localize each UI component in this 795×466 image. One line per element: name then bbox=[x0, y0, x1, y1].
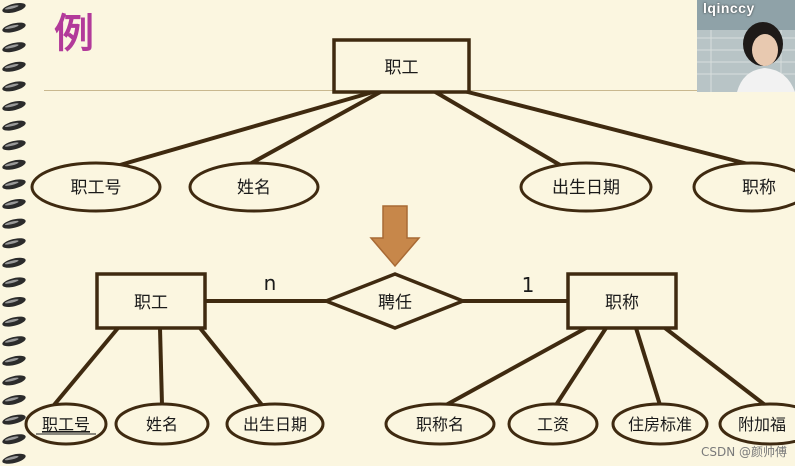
bottom-edges bbox=[52, 299, 767, 407]
right-attr-ellipse-3 bbox=[611, 402, 709, 446]
top-attr-ellipse-3 bbox=[519, 161, 653, 213]
right-entity-label: 职称 bbox=[605, 293, 639, 313]
left-cardinality: n bbox=[264, 271, 277, 295]
spiral-ring-highlight bbox=[4, 103, 19, 108]
edge-top-attr-3 bbox=[430, 88, 562, 167]
spiral-ring-highlight bbox=[4, 5, 19, 10]
right-attr-ellipse-2 bbox=[507, 402, 599, 446]
spiral-binding bbox=[2, 2, 26, 464]
edge-right-attr-3 bbox=[634, 327, 662, 406]
right-attributes: 职称名 工资 住房标准 附加福 bbox=[384, 402, 795, 446]
spiral-ring-highlight bbox=[4, 201, 19, 206]
right-attr-label-2: 工资 bbox=[537, 415, 569, 434]
edge-left-attr-3 bbox=[198, 326, 264, 407]
left-attr-ellipse-2 bbox=[114, 402, 210, 446]
spiral-ring-highlight bbox=[4, 299, 19, 304]
top-attr-ellipse-2 bbox=[188, 161, 320, 213]
relationship-label: 聘任 bbox=[378, 293, 412, 313]
right-attr-label-3: 住房标准 bbox=[628, 415, 692, 434]
spiral-ring-highlight bbox=[4, 44, 19, 49]
cardinalities: n 1 bbox=[264, 271, 535, 297]
edge-right-attr-4 bbox=[663, 326, 767, 407]
right-attr-ellipse-1 bbox=[384, 402, 496, 446]
top-entity: 职工 bbox=[332, 38, 471, 94]
spiral-ring-highlight bbox=[4, 397, 19, 402]
down-arrow-icon bbox=[369, 205, 421, 268]
spiral-ring-highlight bbox=[4, 377, 19, 382]
spiral-ring-highlight bbox=[4, 279, 19, 284]
left-attributes: 职工号 姓名 出生日期 bbox=[24, 402, 325, 446]
right-attr-label-4: 附加福 bbox=[738, 415, 786, 434]
spiral-ring-highlight bbox=[4, 240, 19, 245]
presenter-name: lqinccy bbox=[703, 0, 755, 16]
top-attr-label-1: 职工号 bbox=[71, 178, 122, 198]
spiral-ring-highlight bbox=[4, 24, 19, 30]
webcam-overlay: lqinccy bbox=[697, 0, 795, 92]
left-entity-box bbox=[95, 272, 207, 330]
right-cardinality: 1 bbox=[522, 273, 535, 297]
left-attr-label-1: 职工号 bbox=[42, 415, 90, 434]
edge-top-attr-4 bbox=[459, 88, 753, 167]
edge-left-attr-2 bbox=[158, 327, 164, 406]
spiral-ring-highlight bbox=[4, 436, 19, 441]
spiral-ring-highlight bbox=[4, 220, 19, 226]
spiral-ring-highlight bbox=[4, 64, 19, 69]
top-attr-label-2: 姓名 bbox=[237, 178, 271, 198]
right-attr-label-1: 职称名 bbox=[416, 415, 464, 434]
top-entity-box bbox=[332, 38, 471, 94]
spiral-ring-highlight bbox=[4, 358, 19, 363]
edge-top-attr-2 bbox=[247, 88, 385, 167]
edge-left-attr-1 bbox=[52, 326, 120, 407]
transform-arrow bbox=[369, 205, 421, 268]
spiral-ring-highlight bbox=[4, 83, 19, 88]
spiral-ring-highlight bbox=[4, 456, 19, 461]
spiral-ring-highlight bbox=[4, 338, 19, 343]
right-entity: 职称 bbox=[566, 272, 678, 330]
slide-title: 例 bbox=[54, 11, 94, 57]
left-entity-label: 职工 bbox=[134, 293, 168, 313]
spiral-ring-highlight bbox=[4, 181, 19, 186]
edge-top-attr-1 bbox=[119, 88, 381, 167]
presenter-video bbox=[697, 0, 795, 92]
right-entity-box bbox=[566, 272, 678, 330]
left-attr-label-2: 姓名 bbox=[146, 415, 178, 434]
edge-right-attr-1 bbox=[445, 326, 587, 407]
top-attr-label-4: 职称 bbox=[742, 178, 776, 198]
edge-right-attr-2 bbox=[554, 326, 608, 407]
left-entity: 职工 bbox=[95, 272, 207, 330]
top-entity-label: 职工 bbox=[385, 58, 419, 78]
relationship-diamond bbox=[321, 272, 468, 330]
left-attr-label-3: 出生日期 bbox=[243, 415, 307, 434]
spiral-ring-highlight bbox=[4, 416, 19, 422]
spiral-ring-highlight bbox=[4, 142, 19, 147]
top-attr-label-3: 出生日期 bbox=[552, 178, 620, 198]
top-attr-ellipse-1 bbox=[30, 161, 162, 213]
spiral-ring-highlight bbox=[4, 318, 19, 324]
watermark: CSDN @颜帅傅 bbox=[700, 445, 787, 459]
top-attributes: 职工号 姓名 出生日期 职称 bbox=[30, 161, 795, 213]
relationship: 聘任 bbox=[321, 272, 468, 330]
top-attr-ellipse-4 bbox=[692, 161, 795, 213]
right-attr-ellipse-4 bbox=[718, 402, 795, 446]
spiral-ring-highlight bbox=[4, 260, 19, 265]
spiral-ring-highlight bbox=[4, 122, 19, 128]
spiral-ring-highlight bbox=[4, 162, 19, 167]
top-diagram bbox=[119, 88, 753, 167]
left-attr-ellipse-3 bbox=[225, 402, 325, 446]
